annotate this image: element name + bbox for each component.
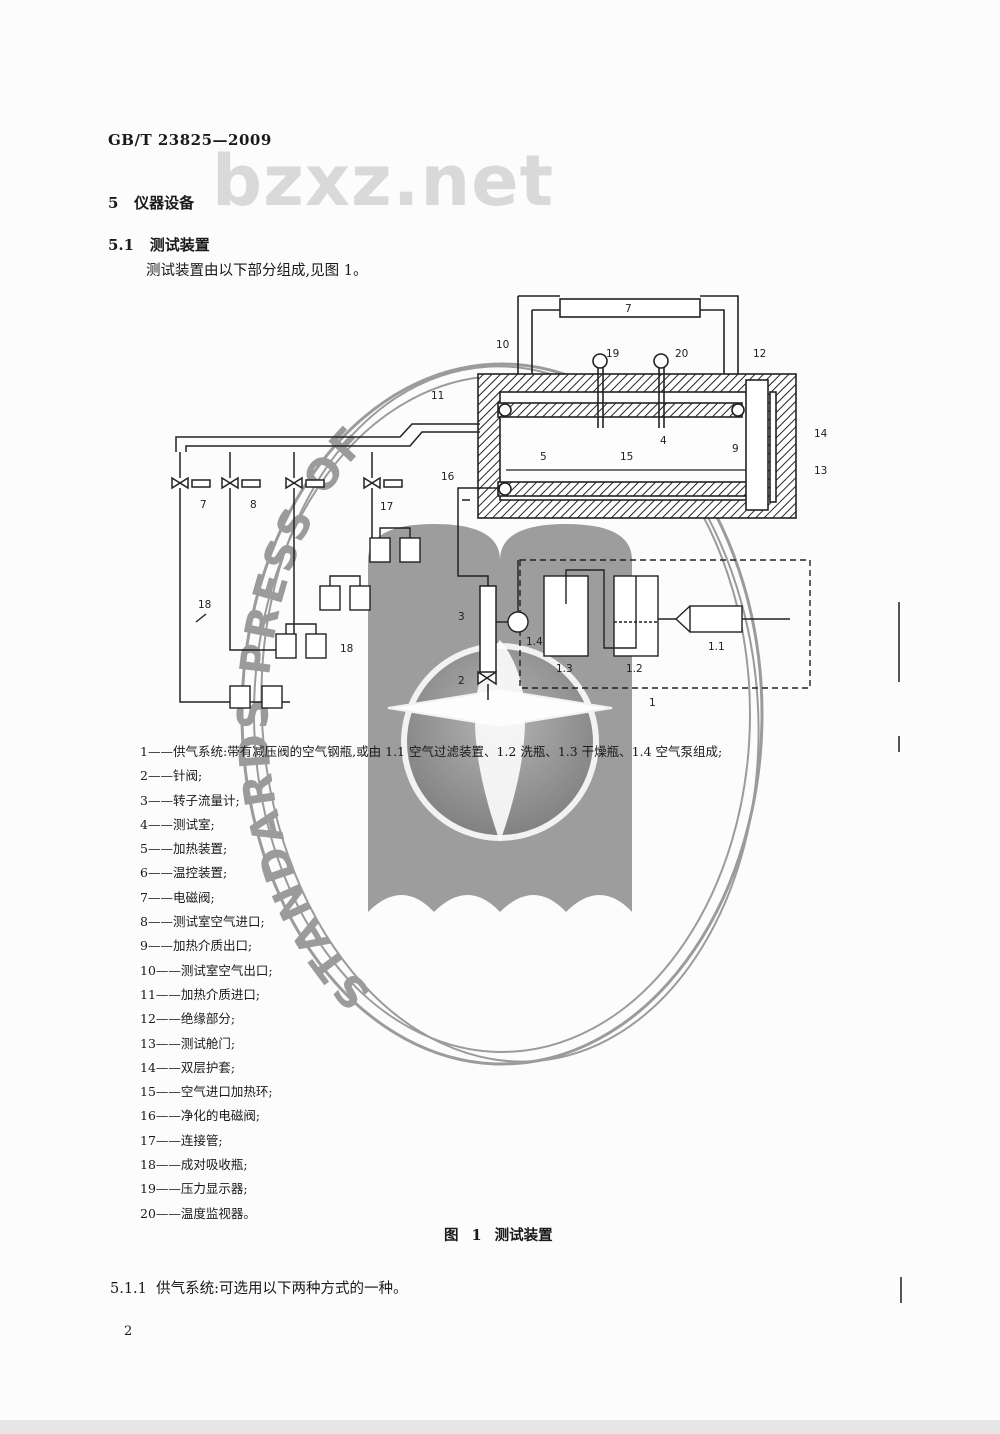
callout-14: 15: [620, 451, 633, 463]
change-bar: [898, 736, 900, 752]
figure-legend: 1——供气系统:带有减压阀的空气钢瓶,或由 1.1 空气过滤装置、1.2 洗瓶、…: [140, 740, 722, 1226]
subsection-title: 测试装置: [149, 236, 210, 254]
callout-12: 13: [814, 465, 827, 477]
callout-16: 17: [380, 501, 393, 513]
legend-row: 2——针阀;: [140, 768, 203, 784]
legend-row: 1——供气系统:带有减压阀的空气钢瓶,或由 1.1 空气过滤装置、1.2 洗瓶、…: [140, 744, 723, 759]
callout-1: 1: [649, 697, 656, 709]
solenoid-valve-manifold: [171, 423, 480, 703]
temperature-monitor-gauge: [653, 353, 669, 428]
callout-7b: 8: [250, 499, 257, 511]
callout-4: 4: [660, 435, 667, 447]
absorption-bottles: [229, 527, 421, 709]
callout-1-2: 1.2: [626, 663, 643, 675]
test-apparatus-diagram: STANDARDS PRESS OF CHINA: [0, 0, 828, 1066]
legend-row: 7——电磁阀;: [140, 889, 215, 905]
callout-5: 5: [540, 451, 547, 463]
callout-9: 10: [496, 339, 509, 351]
flowmeter-and-needle-valve: [457, 487, 500, 700]
change-bar: [900, 1277, 902, 1303]
subsection-heading: 5.1 测试装置: [108, 234, 210, 255]
legend-row: 15——空气进口加热环;: [140, 1084, 273, 1100]
callout-labels: 10 11 12 7 19 20 14 13 9 4 5 15 16 7 8 1…: [198, 303, 828, 709]
callout-1-1: 1.1: [708, 641, 725, 653]
subsection-intro: 测试装置由以下部分组成,见图 1。: [146, 263, 368, 279]
viewer-bottom-bar: [0, 1420, 1000, 1434]
legend-row: 8——测试室空气进口;: [140, 914, 265, 930]
test-chamber: [477, 373, 797, 519]
standard-number: GB/T 23825—2009: [108, 131, 272, 149]
legend-row: 19——压力显示器;: [140, 1181, 248, 1197]
connecting-tube: [195, 613, 207, 623]
callout-18: 18: [340, 643, 353, 655]
figure-caption: 图 1 测试装置: [444, 1227, 553, 1244]
section-heading: 5 仪器设备: [108, 192, 194, 213]
page-number: 2: [124, 1324, 133, 1339]
callout-20: 20: [675, 348, 688, 360]
legend-row: 16——净化的电磁阀;: [140, 1108, 261, 1124]
legend-row: 4——测试室;: [140, 816, 215, 832]
valve-group: [171, 452, 403, 490]
temperature-control-unit: [517, 295, 739, 380]
site-watermark: bzxz.net: [212, 140, 555, 222]
callout-6: 7: [625, 303, 632, 315]
legend-row: 14——双层护套;: [140, 1059, 236, 1075]
legend-row: 3——转子流量计;: [140, 792, 240, 808]
legend-row: 10——测试室空气出口;: [140, 962, 273, 978]
section-number: 5: [108, 194, 119, 212]
callout-10: 11: [431, 390, 444, 402]
legend-row: 9——加热介质出口;: [140, 938, 253, 954]
callout-19: 19: [606, 348, 619, 360]
legend-row: 20——温度监视器。: [140, 1205, 256, 1221]
legend-row: 5——加热装置;: [140, 841, 228, 857]
callout-7a: 7: [200, 499, 207, 511]
air-supply-system: [496, 559, 811, 689]
callout-3: 3: [458, 611, 465, 623]
callout-2: 2: [458, 675, 465, 687]
legend-row: 17——连接管;: [140, 1132, 223, 1148]
legend-row: 12——绝缘部分;: [140, 1011, 236, 1027]
callout-1-3: 1.3: [556, 663, 573, 675]
pressure-display-gauge: [592, 353, 608, 428]
subsubsection-number: 5.1.1: [110, 1281, 147, 1297]
subsubsection-paragraph: 5.1.1 供气系统:可选用以下两种方式的一种。: [110, 1277, 408, 1298]
section-title: 仪器设备: [134, 194, 195, 212]
legend-row: 11——加热介质进口;: [140, 986, 261, 1002]
legend-row: 18——成对吸收瓶;: [140, 1157, 248, 1173]
legend-row: 6——温控装置;: [140, 865, 228, 881]
change-bar: [898, 602, 900, 682]
subsection-number: 5.1: [108, 236, 135, 254]
callout-15: 16: [441, 471, 455, 483]
callout-13: 14: [814, 428, 828, 440]
callout-11: 12: [753, 348, 766, 360]
legend-row: 13——测试舱门;: [140, 1035, 236, 1051]
callout-1-4: 1.4: [526, 636, 543, 648]
callout-8: 9: [732, 443, 739, 455]
subsubsection-text: 供气系统:可选用以下两种方式的一种。: [156, 1281, 408, 1297]
callout-17: 18: [198, 599, 211, 611]
